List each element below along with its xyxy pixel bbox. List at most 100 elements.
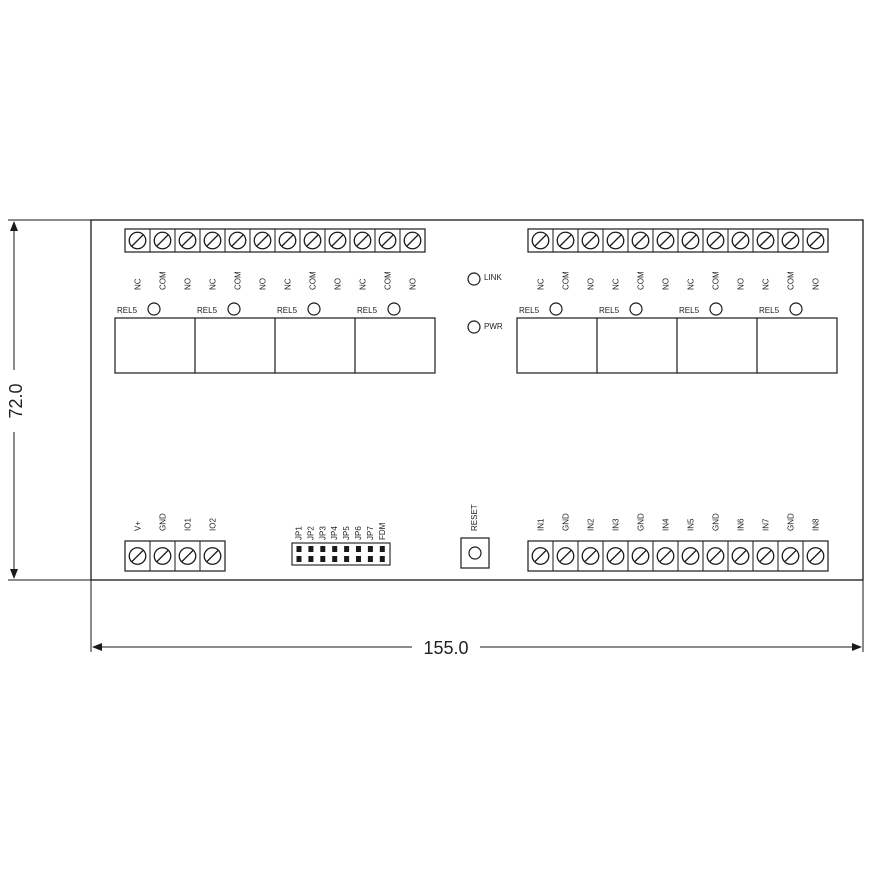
screw-head-icon[interactable] — [378, 231, 397, 250]
screw-terminal[interactable] — [781, 231, 800, 250]
screw-head-icon[interactable] — [806, 231, 825, 250]
screw-head-icon[interactable] — [203, 231, 222, 250]
reset-button-frame[interactable] — [460, 537, 490, 569]
screw-terminal[interactable] — [178, 547, 197, 565]
screw-head-icon[interactable] — [581, 231, 600, 250]
jumper-pin-bottom[interactable] — [308, 556, 314, 562]
jumper[interactable] — [296, 546, 302, 562]
screw-head-icon[interactable] — [681, 231, 700, 250]
screw-terminal[interactable] — [606, 547, 625, 565]
jumper[interactable] — [332, 546, 338, 562]
screw-terminal[interactable] — [178, 231, 197, 250]
jumper-pin-top[interactable] — [367, 546, 373, 552]
jumper[interactable] — [367, 546, 373, 562]
screw-head-icon[interactable] — [153, 231, 172, 250]
screw-terminal[interactable] — [706, 547, 725, 565]
screw-terminal[interactable] — [756, 547, 775, 565]
screw-head-icon[interactable] — [128, 231, 147, 250]
screw-terminal[interactable] — [581, 547, 600, 565]
screw-head-icon[interactable] — [531, 547, 550, 565]
jumper-pin-top[interactable] — [332, 546, 338, 552]
jumper-pin-bottom[interactable] — [356, 556, 361, 562]
screw-head-icon[interactable] — [631, 231, 650, 250]
jumper-pin-bottom[interactable] — [296, 556, 302, 562]
screw-terminal[interactable] — [253, 231, 272, 250]
screw-terminal[interactable] — [731, 547, 750, 565]
screw-head-icon[interactable] — [128, 547, 147, 565]
screw-head-icon[interactable] — [731, 231, 750, 250]
jumper-pin-bottom[interactable] — [332, 556, 338, 562]
screw-terminal[interactable] — [606, 231, 625, 250]
screw-head-icon[interactable] — [303, 231, 322, 250]
screw-terminal[interactable] — [806, 547, 825, 565]
screw-head-icon[interactable] — [153, 547, 172, 565]
screw-terminal[interactable] — [128, 231, 147, 250]
screw-head-icon[interactable] — [606, 547, 625, 565]
jumper[interactable] — [379, 546, 385, 562]
screw-head-icon[interactable] — [806, 547, 825, 565]
screw-terminal[interactable] — [681, 547, 700, 565]
jumper-pin-top[interactable] — [379, 546, 385, 552]
screw-terminal[interactable] — [128, 547, 147, 565]
jumper-pin-top[interactable] — [356, 546, 361, 552]
jumper[interactable] — [308, 546, 314, 562]
screw-terminal[interactable] — [403, 231, 422, 250]
reset-button[interactable]: RESET — [460, 504, 490, 569]
screw-head-icon[interactable] — [203, 547, 222, 565]
screw-head-icon[interactable] — [178, 547, 197, 565]
screw-terminal[interactable] — [681, 231, 700, 250]
screw-head-icon[interactable] — [178, 231, 197, 250]
screw-head-icon[interactable] — [253, 231, 272, 250]
screw-terminal[interactable] — [806, 231, 825, 250]
screw-head-icon[interactable] — [556, 547, 575, 565]
jumper-pin-bottom[interactable] — [379, 556, 385, 562]
screw-head-icon[interactable] — [781, 547, 800, 565]
screw-terminal[interactable] — [581, 231, 600, 250]
screw-head-icon[interactable] — [656, 547, 675, 565]
screw-head-icon[interactable] — [756, 231, 775, 250]
screw-terminal[interactable] — [731, 231, 750, 250]
jumper[interactable] — [344, 546, 350, 562]
screw-terminal[interactable] — [556, 547, 575, 565]
jumper-pin-top[interactable] — [296, 546, 302, 552]
screw-head-icon[interactable] — [781, 231, 800, 250]
screw-terminal[interactable] — [656, 547, 675, 565]
jumper[interactable] — [320, 546, 326, 562]
screw-terminal[interactable] — [203, 231, 222, 250]
jumper-pin-bottom[interactable] — [367, 556, 373, 562]
jumper-pin-bottom[interactable] — [344, 556, 350, 562]
screw-terminal[interactable] — [756, 231, 775, 250]
screw-head-icon[interactable] — [353, 231, 372, 250]
jumper-pin-top[interactable] — [320, 546, 326, 552]
screw-terminal[interactable] — [556, 231, 575, 250]
screw-head-icon[interactable] — [756, 547, 775, 565]
jumper[interactable] — [356, 546, 361, 562]
jumper-pin-top[interactable] — [308, 546, 314, 552]
screw-terminal[interactable] — [203, 547, 222, 565]
screw-terminal[interactable] — [303, 231, 322, 250]
screw-head-icon[interactable] — [631, 547, 650, 565]
screw-head-icon[interactable] — [731, 547, 750, 565]
screw-terminal[interactable] — [631, 231, 650, 250]
jumper-pin-bottom[interactable] — [320, 556, 326, 562]
screw-head-icon[interactable] — [403, 231, 422, 250]
screw-terminal[interactable] — [378, 231, 397, 250]
screw-head-icon[interactable] — [706, 547, 725, 565]
screw-terminal[interactable] — [153, 547, 172, 565]
screw-terminal[interactable] — [153, 231, 172, 250]
reset-button-cap[interactable] — [468, 546, 482, 560]
screw-head-icon[interactable] — [556, 231, 575, 250]
screw-terminal[interactable] — [706, 231, 725, 250]
screw-terminal[interactable] — [531, 547, 550, 565]
screw-head-icon[interactable] — [681, 547, 700, 565]
screw-head-icon[interactable] — [581, 547, 600, 565]
screw-head-icon[interactable] — [228, 231, 247, 250]
screw-terminal[interactable] — [781, 547, 800, 565]
jumper-pin-top[interactable] — [344, 546, 350, 552]
screw-head-icon[interactable] — [531, 231, 550, 250]
screw-head-icon[interactable] — [278, 231, 297, 250]
screw-terminal[interactable] — [228, 231, 247, 250]
screw-head-icon[interactable] — [706, 231, 725, 250]
screw-terminal[interactable] — [656, 231, 675, 250]
screw-terminal[interactable] — [353, 231, 372, 250]
